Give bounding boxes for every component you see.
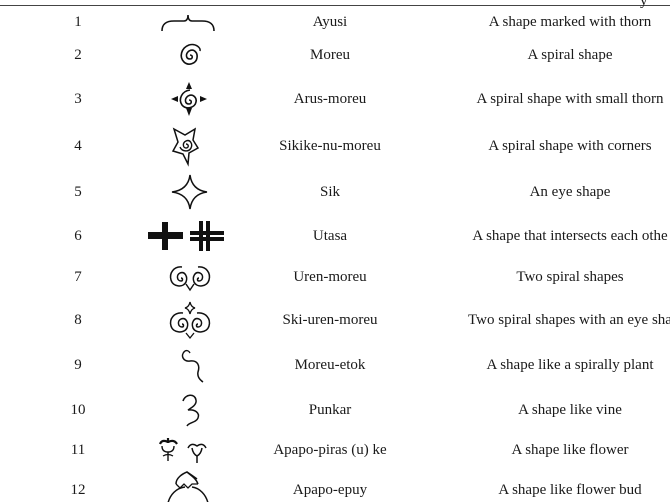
row-number: 5 xyxy=(74,184,82,200)
pattern-name: Utasa xyxy=(312,228,348,244)
pattern-description: An eye shape xyxy=(529,184,611,200)
vine-icon xyxy=(140,390,240,430)
table-row: 9 Moreu-etok A shape like a spirally pla… xyxy=(0,345,670,385)
pattern-name: Ayusi xyxy=(312,14,348,30)
pattern-name: Arus-moreu xyxy=(293,91,367,107)
eye-diamond-icon xyxy=(140,172,240,212)
table-row: 6 Utasa A shape that intersects each oth… xyxy=(0,216,670,256)
row-number: 4 xyxy=(74,138,82,154)
row-number: 11 xyxy=(70,442,86,458)
pattern-description: A shape marked with thorn xyxy=(488,14,652,30)
row-number: 2 xyxy=(74,47,82,63)
double-spiral-icon xyxy=(140,257,240,297)
pattern-description: A shape like a spirally plant xyxy=(486,357,654,373)
pattern-description: A shape like vine xyxy=(518,402,622,418)
pattern-description: Two spiral shapes xyxy=(516,269,624,285)
pattern-name: Ski-uren-moreu xyxy=(282,312,378,328)
pattern-description: A shape that intersects each othe xyxy=(472,228,668,244)
pattern-name: Sikike-nu-moreu xyxy=(279,138,381,154)
table-row: 5 Sik An eye shape xyxy=(0,172,670,212)
spiral-plant-icon xyxy=(140,345,240,385)
pattern-name: Uren-moreu xyxy=(293,269,367,285)
flower-icon xyxy=(140,430,240,470)
flower-bud-icon xyxy=(140,470,240,502)
table-row: 7 Uren-moreu Two spiral shapes xyxy=(0,257,670,297)
row-number: 10 xyxy=(70,402,86,418)
row-number: 12 xyxy=(70,482,86,498)
pattern-name: Sik xyxy=(319,184,340,200)
spiral-corners-icon xyxy=(140,126,240,167)
row-number: 3 xyxy=(74,91,82,107)
spiral-thorns-icon xyxy=(140,79,240,119)
pattern-name: Moreu-etok xyxy=(294,357,366,373)
pattern-name: Moreu xyxy=(310,47,350,63)
row-number: 7 xyxy=(74,269,82,285)
pattern-description: A spiral shape with corners xyxy=(488,138,652,154)
pattern-description: Two spiral shapes with an eye sha xyxy=(468,312,670,328)
pattern-name: Apapo-epuy xyxy=(292,482,368,498)
row-number: 8 xyxy=(74,312,82,328)
table-row: 12 Apapo-epuy A shape like flower bud xyxy=(0,470,670,502)
table-row: 1 Ayusi A shape marked with thorn xyxy=(0,2,670,42)
double-spiral-eye-icon xyxy=(140,300,240,340)
table-row: 10 Punkar A shape like vine xyxy=(0,390,670,430)
table-row: 11 Apapo-piras (u) ke A shape like flowe… xyxy=(0,430,670,470)
table-row: 8 Ski-uren-moreu Two spiral shapes with … xyxy=(0,300,670,340)
table-row: 2 Moreu A spiral shape xyxy=(0,35,670,75)
pattern-name: Punkar xyxy=(308,402,352,418)
row-number: 1 xyxy=(74,14,82,30)
pattern-description: A spiral shape with small thorn xyxy=(476,91,664,107)
pattern-description: A spiral shape xyxy=(527,47,613,63)
table-row: 3 Arus-moreu A spiral shape with small t… xyxy=(0,79,670,119)
pattern-description: A shape like flower bud xyxy=(498,482,642,498)
header-fragment: y xyxy=(640,0,648,9)
spiral-icon xyxy=(140,35,240,75)
row-number: 6 xyxy=(74,228,82,244)
brace-thorn-icon xyxy=(140,2,240,42)
crosses-icon xyxy=(140,216,240,256)
table-row: 4 Sikike-nu-moreu A spiral shape with co… xyxy=(0,126,670,167)
row-number: 9 xyxy=(74,357,82,373)
pattern-description: A shape like flower xyxy=(511,442,629,458)
pattern-name: Apapo-piras (u) ke xyxy=(273,442,387,458)
table-top-rule xyxy=(0,5,670,6)
